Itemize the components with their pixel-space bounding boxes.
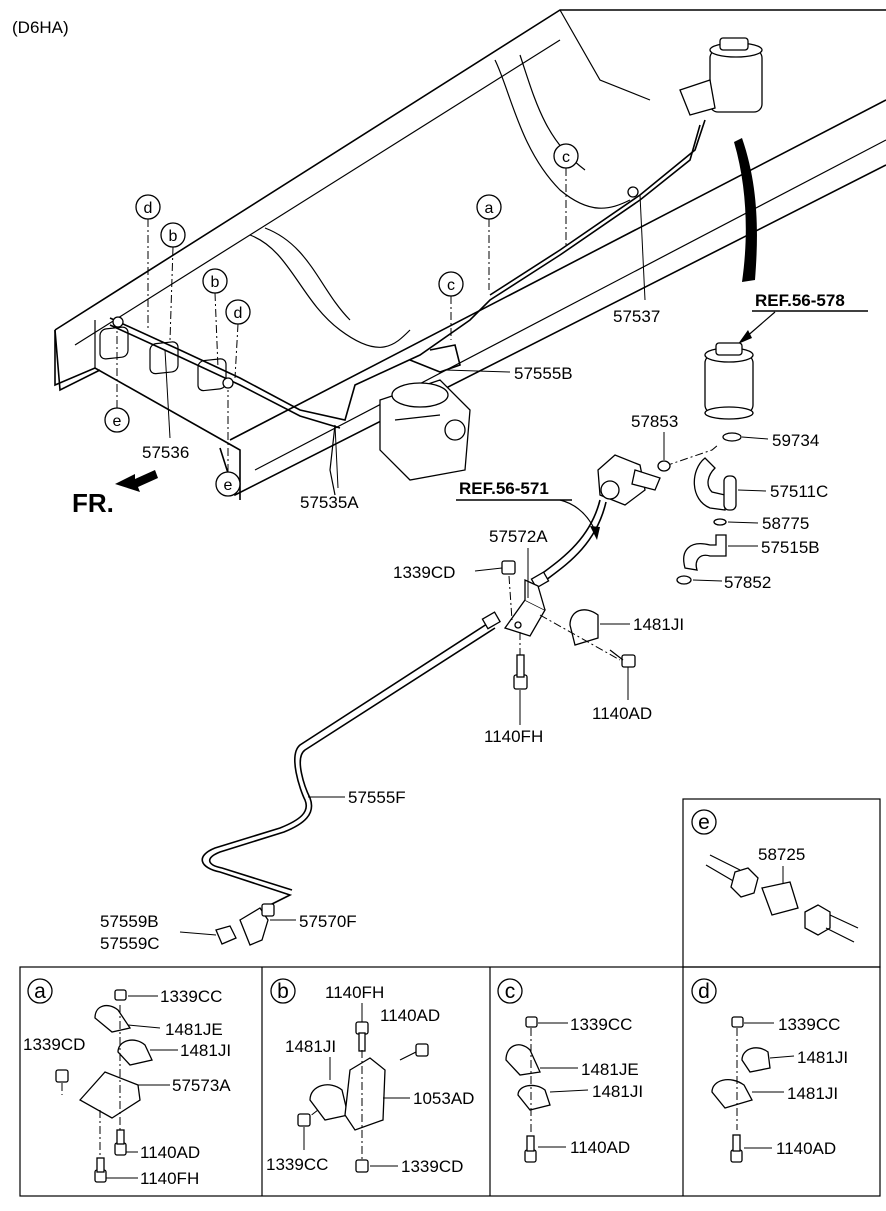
detail-a: a 1339CC 1481JE 1481JI 1339CD 57573A 114… — [23, 978, 231, 1188]
chassis-frame — [54, 9, 886, 500]
svg-text:b: b — [169, 228, 178, 245]
svg-text:1481JI: 1481JI — [787, 1084, 838, 1103]
label-57852: 57852 — [724, 573, 771, 592]
svg-text:1481JE: 1481JE — [581, 1060, 639, 1079]
label-57559C: 57559C — [100, 934, 160, 953]
label-57555B: 57555B — [514, 364, 573, 383]
label-1481JI: 1481JI — [633, 615, 684, 634]
label-57853: 57853 — [631, 412, 678, 431]
label-57515B: 57515B — [761, 538, 820, 557]
svg-text:1481JE: 1481JE — [165, 1020, 223, 1039]
svg-text:1339CD: 1339CD — [401, 1157, 463, 1176]
ref-56-571: REF.56-571 — [459, 479, 549, 498]
svg-text:e: e — [698, 811, 710, 834]
svg-text:1339CC: 1339CC — [778, 1015, 840, 1034]
pipe-57555F — [201, 611, 501, 906]
label-1140FH: 1140FH — [484, 727, 543, 746]
label-57555F: 57555F — [348, 788, 406, 807]
fuel-filter-top — [679, 37, 763, 282]
svg-text:1339CD: 1339CD — [23, 1035, 85, 1054]
callout-b-1: b — [160, 222, 186, 341]
callout-c-1: c — [438, 271, 464, 340]
label-58775: 58775 — [762, 514, 809, 533]
callout-d-2: d — [225, 299, 251, 379]
svg-text:e: e — [113, 413, 122, 430]
svg-text:1339CC: 1339CC — [160, 987, 222, 1006]
svg-text:e: e — [224, 477, 233, 494]
callout-b-2: b — [202, 268, 228, 369]
svg-text:1140AD: 1140AD — [380, 1006, 440, 1025]
label-1140AD: 1140AD — [592, 704, 652, 723]
label-1339CD: 1339CD — [393, 563, 455, 582]
detail-e: e 58725 — [682, 798, 881, 968]
svg-text:c: c — [562, 149, 570, 166]
svg-text:c: c — [505, 980, 516, 1003]
fittings-bottom — [215, 903, 275, 946]
svg-text:1053AD: 1053AD — [413, 1089, 474, 1108]
callout-c-2: c — [553, 143, 579, 245]
detail-c: c 1339CC 1481JE 1481JI 1140AD — [497, 978, 643, 1163]
detail-strip — [19, 966, 881, 1197]
svg-text:1140AD: 1140AD — [570, 1138, 630, 1157]
svg-text:d: d — [698, 980, 710, 1003]
svg-text:1481JI: 1481JI — [592, 1082, 643, 1101]
label-57535A: 57535A — [300, 493, 359, 512]
valve-block — [530, 454, 661, 589]
label-57511C: 57511C — [770, 482, 828, 501]
svg-text:1339CC: 1339CC — [266, 1155, 328, 1174]
callout-e-1: e — [104, 330, 130, 433]
label-58725: 58725 — [758, 845, 805, 864]
svg-text:d: d — [144, 200, 153, 217]
callout-a: a — [476, 194, 502, 290]
svg-text:1339CC: 1339CC — [570, 1015, 632, 1034]
svg-text:1481JI: 1481JI — [285, 1037, 336, 1056]
front-label: FR. — [72, 488, 114, 518]
label-57572A: 57572A — [489, 527, 548, 546]
label-57536: 57536 — [142, 443, 189, 462]
label-59734: 59734 — [772, 431, 819, 450]
svg-text:1140AD: 1140AD — [776, 1139, 836, 1158]
label-57570F: 57570F — [299, 912, 357, 931]
label-57537: 57537 — [613, 307, 660, 326]
front-direction: FR. — [72, 470, 158, 518]
detail-d: d 1339CC 1481JI 1481JI 1140AD — [691, 978, 848, 1163]
svg-text:1481JI: 1481JI — [180, 1041, 231, 1060]
svg-text:d: d — [234, 305, 243, 322]
svg-text:c: c — [447, 277, 455, 294]
callout-e-2: e — [215, 390, 241, 497]
callout-d-1: d — [135, 194, 161, 328]
svg-text:b: b — [277, 980, 289, 1003]
engine-code-label: (D6HA) — [12, 18, 69, 37]
svg-text:1140FH: 1140FH — [140, 1169, 199, 1188]
bracket-57572A — [503, 578, 546, 637]
detail-b: b 1140FH 1140AD 1481JI 1053AD 1339CC 133… — [266, 978, 474, 1176]
svg-text:1481JI: 1481JI — [797, 1048, 848, 1067]
label-57559B: 57559B — [100, 912, 159, 931]
svg-text:1140FH: 1140FH — [325, 983, 384, 1002]
svg-text:b: b — [211, 274, 220, 291]
svg-text:a: a — [34, 980, 46, 1003]
svg-text:1140AD: 1140AD — [140, 1143, 200, 1162]
svg-text:a: a — [485, 200, 494, 217]
fuel-filter-mid — [704, 342, 754, 420]
svg-text:57573A: 57573A — [172, 1076, 231, 1095]
ref-56-578: REF.56-578 — [755, 291, 845, 310]
